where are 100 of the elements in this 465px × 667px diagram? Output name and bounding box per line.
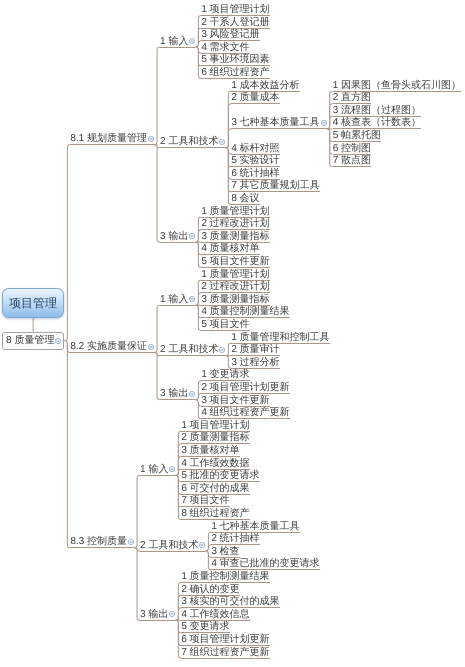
topic-text: 8 组织过程资产 (181, 508, 250, 519)
connector-line (64, 144, 71, 342)
connector-line (174, 468, 182, 476)
subtopic (140, 540, 206, 552)
connector-line (204, 550, 212, 570)
connector-line (224, 128, 232, 148)
topic-text: 6 组织过程资产 (201, 67, 270, 78)
topic-text: 4 质量核对单 (201, 243, 260, 254)
topic-text: 1 输入 (140, 464, 168, 475)
topic-text: 2 干系人登记册 (201, 16, 270, 28)
topic-text: 4 质量控制测量结果 (201, 306, 290, 318)
subtopic (160, 344, 226, 356)
connector-line (204, 544, 212, 552)
subtopic (160, 388, 196, 400)
topic-text: 3 风险登记册 (201, 29, 260, 40)
subtopic (160, 230, 196, 243)
connector-line (134, 547, 141, 552)
connector-line (224, 355, 232, 356)
connector-line (194, 242, 202, 268)
topic-text: 3 检查 (211, 546, 240, 557)
topic-text: 2 质量成本 (231, 92, 280, 104)
topic-text: 2 确认的变更 (181, 584, 240, 595)
connector-line (194, 292, 202, 306)
topic-text: 2 质量审计 (231, 344, 280, 356)
connector-line (154, 352, 161, 356)
topic-text: 3 输出 (160, 388, 188, 400)
connector-line (326, 128, 334, 130)
topic-text: 5 变更请求 (181, 621, 230, 632)
topic-text: 项目管理 (9, 294, 58, 311)
connector-line (174, 620, 182, 621)
subtopic (140, 464, 176, 476)
connector-line (194, 46, 202, 79)
topic-text: 1 质量管理计划 (201, 268, 270, 280)
subtopic (70, 536, 134, 548)
topic-text: 4 工作绩效信息 (181, 608, 250, 620)
topic-text: 3 输出 (160, 230, 188, 242)
connector-line (194, 304, 202, 306)
connector-line (154, 144, 161, 148)
topic-text: 5 事业环境因素 (201, 54, 270, 66)
connector-line (134, 474, 141, 548)
connector-line (174, 474, 182, 520)
topic-text: 3 质量核对单 (181, 445, 240, 456)
topic-text: 4 工作绩效数据 (181, 458, 250, 469)
root-topic (2, 288, 64, 318)
connector-line (194, 242, 202, 243)
connector-line (224, 355, 232, 369)
topic-text: 1 成本效益分析 (231, 80, 300, 91)
topic-text: 6 项目管理计划更新 (181, 634, 270, 645)
topic-text: 1 质量管理和控制工具 (231, 332, 330, 343)
subtopic (160, 36, 196, 48)
topic-text: 4 需求文件 (201, 42, 250, 53)
connector-line (134, 547, 141, 621)
topic-text: 5 帕累托图 (332, 130, 382, 141)
connector-line (154, 304, 161, 354)
connector-line (194, 40, 202, 48)
topic-text: 7 项目文件 (181, 495, 230, 506)
topic-text: 5 项目文件更新 (201, 256, 270, 267)
topic-text: 3 质量测量指标 (201, 230, 270, 242)
topic-text: 3 项目文件更新 (201, 394, 270, 406)
connector-line (224, 147, 232, 205)
topic-text: 1 项目管理计划 (201, 4, 270, 15)
topic-text: 4 组织过程资产更新 (201, 407, 290, 418)
topic-text: 4 审查已批准的变更请求 (211, 558, 320, 570)
connector-line (194, 393, 202, 400)
topic-text: 2 过程改进计划 (201, 218, 270, 230)
subtopic (70, 341, 154, 354)
topic-text: 2 工具和技术 (160, 344, 218, 356)
connector-line (174, 620, 182, 659)
topic-text: 7 散点图 (332, 155, 372, 166)
topic-text: 8 会议 (231, 193, 260, 204)
topic-text: 1 输入 (160, 36, 188, 46)
topic-text: 1 输入 (160, 294, 188, 305)
connector-line (174, 607, 182, 621)
subtopic (160, 136, 226, 148)
connector-line (154, 352, 161, 400)
connector-line (32, 317, 34, 332)
topic-text: 3 核实的可交付的成果 (181, 596, 280, 608)
subtopic (140, 608, 176, 621)
topic-text: 1 项目管理计划 (181, 420, 250, 431)
topic-text: 7 组织过程资产更新 (181, 646, 270, 658)
topic-text: 6 控制图 (332, 142, 372, 154)
connector-line (326, 116, 334, 130)
topic-text: 3 过程分析 (231, 356, 280, 368)
topic-text: 5 项目文件 (201, 319, 250, 330)
connector-line (154, 144, 161, 243)
connector-line (194, 229, 202, 243)
topic-text: 2 项目管理计划更新 (201, 382, 290, 393)
topic-text: 4 标杆对照 (231, 142, 280, 154)
topic-text: 3 七种基本质量工具 (231, 117, 320, 128)
topic-text: 2 工具和技术 (160, 136, 218, 148)
topic-text: 2 工具和技术 (140, 540, 198, 550)
topic-text: 5 批准的变更请求 (181, 470, 260, 482)
topic-text: 2 过程改进计划 (201, 281, 270, 292)
connector-line (326, 128, 334, 168)
topic-text: 2 质量测量指标 (181, 432, 250, 444)
topic-text: 1 变更请求 (201, 369, 250, 380)
connector-line (224, 342, 232, 356)
topic-text: 2 直方图 (332, 92, 372, 104)
topic-text: 7 其它质量规划工具 (231, 180, 320, 192)
topic-text: 1 质量管理计划 (201, 206, 270, 217)
